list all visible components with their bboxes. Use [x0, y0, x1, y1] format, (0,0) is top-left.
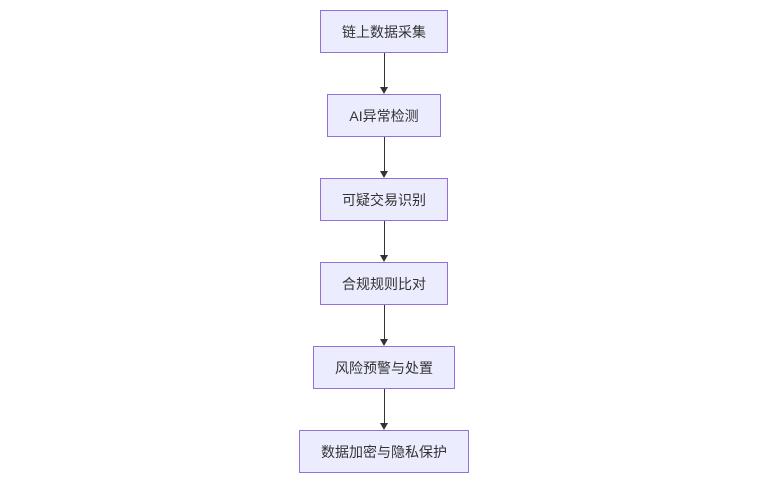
flow-arrow-1 [380, 53, 388, 94]
arrow-line [383, 53, 385, 87]
flow-node-label: 可疑交易识别 [342, 191, 426, 208]
arrow-line [383, 305, 385, 339]
arrow-line [383, 389, 385, 423]
flow-node-data-encryption-privacy-protection: 数据加密与隐私保护 [299, 430, 469, 473]
flow-node-suspicious-transaction-identification: 可疑交易识别 [320, 178, 448, 221]
flow-node-label: 风险预警与处置 [335, 359, 433, 376]
flow-arrow-2 [380, 137, 388, 178]
arrow-line [383, 137, 385, 171]
flow-node-label: AI异常检测 [349, 107, 419, 124]
flow-arrow-4 [380, 305, 388, 346]
flow-node-onchain-data-collection: 链上数据采集 [320, 10, 448, 53]
arrow-line [383, 221, 385, 255]
flow-node-label: 链上数据采集 [342, 23, 426, 40]
arrowhead-down-icon [380, 339, 388, 346]
flow-arrow-5 [380, 389, 388, 430]
flow-arrow-3 [380, 221, 388, 262]
flow-node-label: 数据加密与隐私保护 [321, 443, 447, 460]
arrowhead-down-icon [380, 423, 388, 430]
flow-node-compliance-rule-matching: 合规规则比对 [320, 262, 448, 305]
flow-node-ai-anomaly-detection: AI异常检测 [327, 94, 441, 137]
arrowhead-down-icon [380, 255, 388, 262]
flow-node-label: 合规规则比对 [342, 275, 426, 292]
flow-node-risk-alert-and-handling: 风险预警与处置 [313, 346, 455, 389]
arrowhead-down-icon [380, 87, 388, 94]
arrowhead-down-icon [380, 171, 388, 178]
